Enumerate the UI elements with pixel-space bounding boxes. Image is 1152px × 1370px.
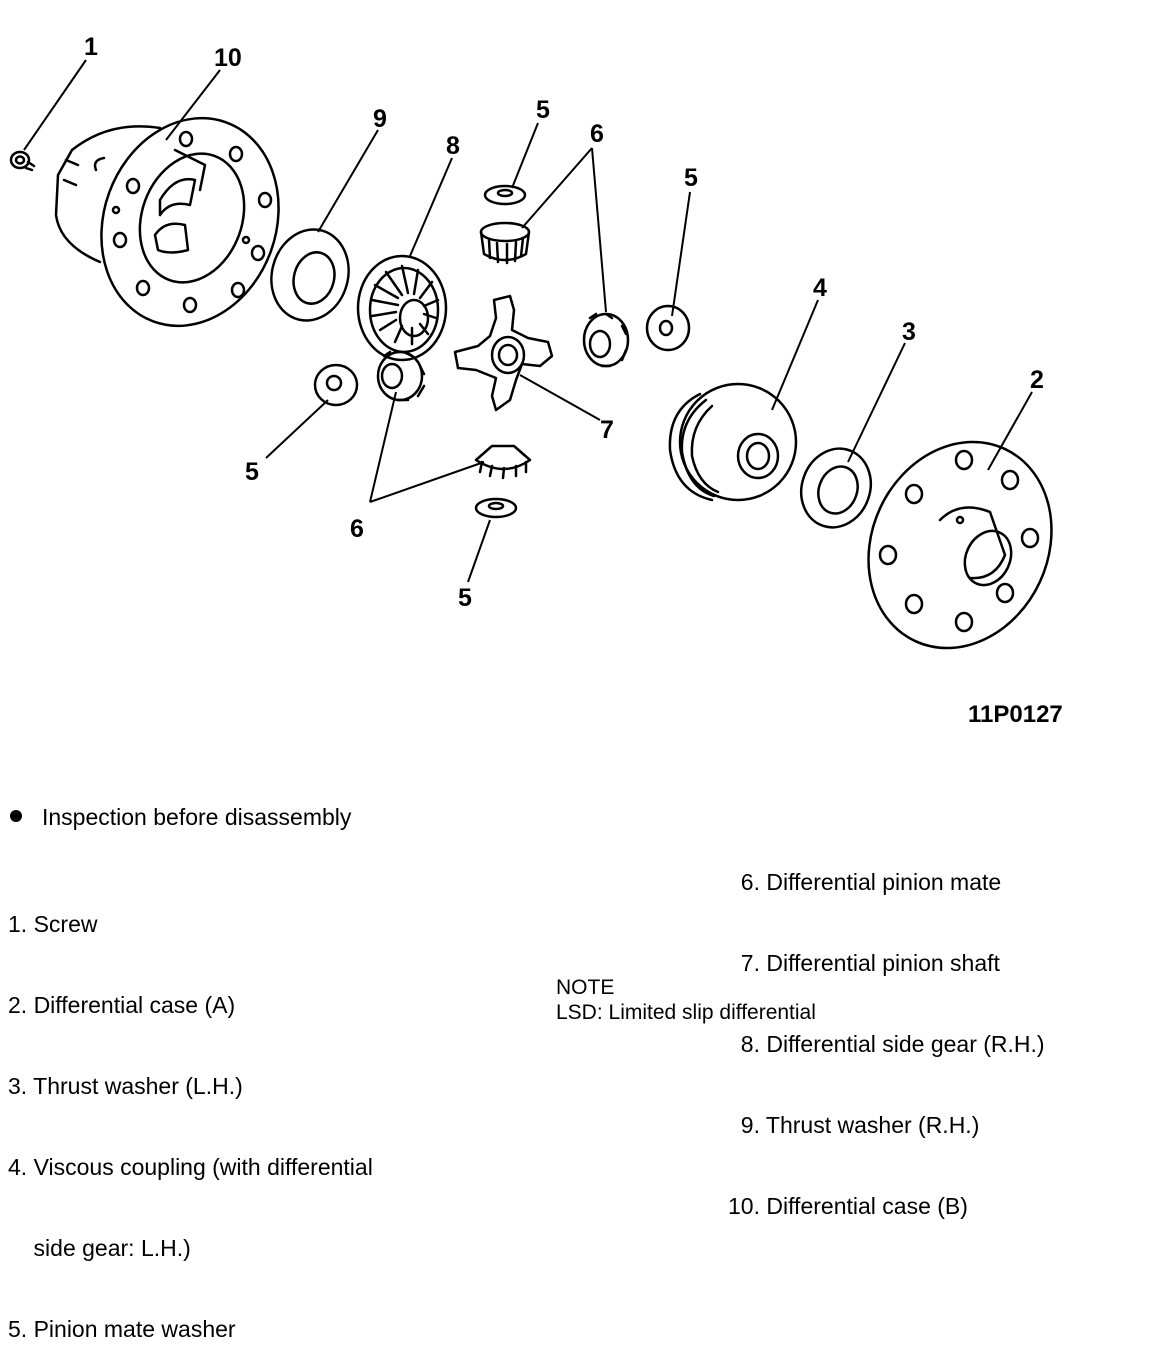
washer-left-part [313,363,359,407]
callout-2: 2 [1030,366,1044,394]
callout-4: 4 [813,274,827,302]
leader-lines [23,59,1033,583]
pinion-mate-left-part [376,350,426,402]
exploded-diagram: 1 10 9 8 5 6 5 4 3 2 7 5 6 5 11P0127 [9,33,1063,728]
legend-item-5: 5. Pinion mate washer [8,1316,236,1342]
callout-5-top: 5 [536,96,550,124]
washer-bottom-part [474,497,518,519]
callout-3: 3 [902,318,916,346]
callout-7: 7 [600,416,614,444]
side-gear-rh-part [356,254,448,362]
legend-item-2: 2. Differential case (A) [8,992,236,1018]
legend-item-10: 10. Differential case (B) [728,1193,968,1219]
thrust-washer-rh-part [270,228,350,322]
pinion-mate-bottom-part [474,444,532,480]
legend-item-1: 1. Screw [8,911,98,937]
note-text: LSD: Limited slip differential [556,1001,816,1024]
washer-right-part [645,304,691,352]
legend-item-8: 8. Differential side gear (R.H.) [728,1031,1045,1057]
legend-right: 6. Differential pinion mate 7. Different… [728,815,1045,1247]
callout-5-left: 5 [245,458,259,486]
legend-left: 1. Screw 2. Differential case (A) 3. Thr… [8,857,373,1370]
washer-top-part [483,184,527,206]
callout-6-top: 6 [590,120,604,148]
note-heading: NOTE [556,976,615,999]
bullet-icon [10,810,22,822]
pinion-mate-right-part [582,312,630,368]
callout-8: 8 [446,132,460,160]
differential-case-b-part [54,116,280,328]
legend-item-3: 3. Thrust washer (L.H.) [8,1073,243,1099]
callout-6-bottom: 6 [350,515,364,543]
legend-item-6: 6. Differential pinion mate [728,869,1002,895]
callout-1: 1 [84,33,98,61]
pinion-mate-top-part [479,221,531,265]
pinion-shaft-part [453,294,554,412]
legend-item-4-cont: side gear: L.H.) [8,1235,191,1261]
callout-9: 9 [373,105,387,133]
callout-5-bottom: 5 [458,584,472,612]
thrust-washer-lh-part [799,447,873,529]
legend-item-7: 7. Differential pinion shaft [728,950,1000,976]
callout-10: 10 [214,44,242,72]
figure-id: 11P0127 [968,701,1063,728]
differential-case-a-part [867,440,1053,650]
legend-item-9: 9. Thrust washer (R.H.) [728,1112,980,1138]
inspection-note: Inspection before disassembly [42,804,352,830]
viscous-coupling-part [668,382,798,502]
callout-5-right: 5 [684,164,698,192]
legend-item-4: 4. Viscous coupling (with differential [8,1154,373,1180]
screw-part [9,150,36,172]
